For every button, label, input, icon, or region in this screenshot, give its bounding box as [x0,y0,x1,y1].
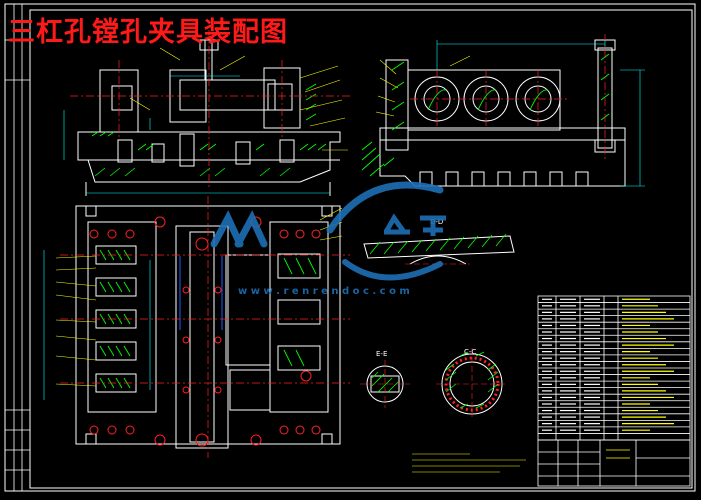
section-c-c: C-C [436,348,508,420]
section-e-e-label: E-E [376,350,387,358]
watermark: w w w . r e n r e n d o c . c o m [210,181,446,297]
title-block-marks [606,449,630,459]
left-margin-strip [5,4,30,491]
section-c-c-label: C-C [464,348,476,356]
plan-view [43,196,350,458]
watermark-url: w w w . r e n r e n d o c . c o m [238,286,410,297]
inner-frame [29,9,693,489]
sheet-border [4,3,696,492]
parts-list-rows [538,302,690,434]
section-d-d-label: D-D [430,218,443,226]
title-block [537,439,691,487]
parts-list-entries [542,298,674,431]
parts-list [537,295,691,441]
watermark-person-icon [210,210,268,248]
technical-notes [412,453,526,473]
front-view [63,30,350,196]
section-e-e: E-E [360,350,410,408]
drawing-title: 三杠孔镗孔夹具装配图 [8,17,288,48]
